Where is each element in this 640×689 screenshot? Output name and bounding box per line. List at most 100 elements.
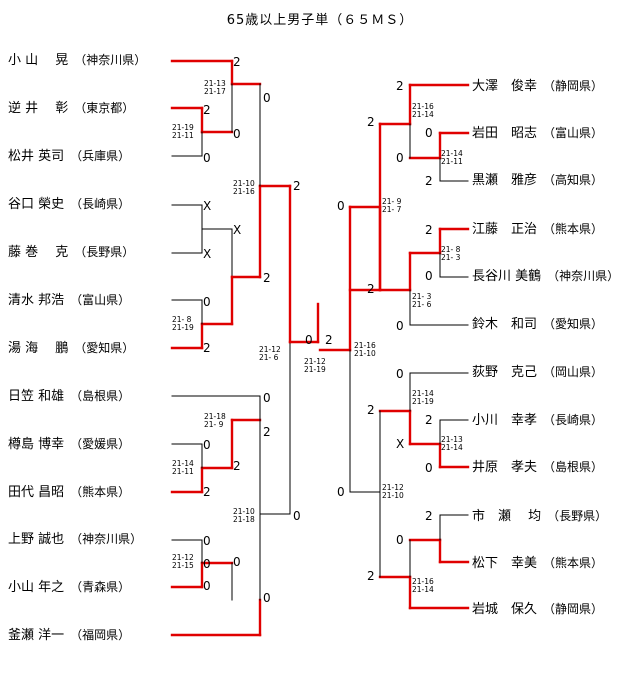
player-pref: （愛知県）	[543, 317, 604, 331]
score: 2	[425, 413, 433, 427]
game-score-line: 21- 6	[259, 353, 279, 362]
game-score-line: 21-14	[412, 389, 434, 398]
player-left-12: 小山 年之 （青森県）	[8, 579, 130, 596]
game-score-line: 21-12	[259, 345, 281, 354]
score: 0	[203, 295, 211, 309]
final-score-right: 2	[325, 333, 333, 347]
game-score-line: 21-16	[412, 577, 434, 586]
player-right-8: 小川 幸孝（長崎県）	[472, 412, 603, 429]
game-score-line: 21- 8	[172, 315, 192, 324]
game-score-line: 21-14	[441, 443, 463, 452]
player-left-11: 上野 誠也（神奈川県）	[8, 531, 142, 548]
score: X	[203, 199, 212, 213]
player-left-9: 樽島 博幸（愛媛県）	[8, 436, 130, 453]
player-name: 谷口 榮史	[8, 197, 65, 212]
player-name: 岩城 保久	[472, 602, 538, 617]
player-name: 江藤 正治	[472, 222, 538, 237]
player-pref: （福岡県）	[70, 628, 131, 642]
player-left-10: 田代 昌昭（熊本県）	[8, 484, 130, 501]
game-score-line: 21-12	[172, 553, 194, 562]
game-score-line: 21- 7	[382, 205, 402, 214]
player-name: 井原 孝夫	[472, 460, 538, 475]
player-pref: （神奈川県）	[547, 269, 620, 283]
player-left-3: 松井 英司（兵庫県）	[8, 148, 130, 165]
score: X	[396, 437, 405, 451]
player-right-12: 岩城 保久（静岡県）	[472, 601, 603, 618]
score: 0	[425, 269, 433, 283]
score: 0	[425, 461, 433, 475]
game-score-line: 21-19	[172, 323, 194, 332]
player-left-1: 小 山 晃（神奈川県）	[8, 52, 146, 69]
score: 2	[203, 103, 211, 117]
game-score-line: 21- 6	[412, 300, 432, 309]
game-score-line: 21-13	[441, 435, 463, 444]
game-score-line: 21-11	[172, 131, 194, 140]
player-pref: （愛知県）	[74, 341, 135, 355]
player-right-7: 荻野 克己（岡山県）	[472, 364, 603, 381]
game-score-line: 21-10	[382, 491, 404, 500]
score: 0	[203, 557, 211, 571]
game-score-line: 21-18	[204, 412, 226, 421]
player-pref: （高知県）	[543, 173, 604, 187]
game-score-line: 21-19	[412, 397, 434, 406]
player-pref: （長崎県）	[70, 197, 131, 211]
score: X	[233, 223, 242, 237]
player-pref: （青森県）	[70, 580, 131, 594]
player-pref: （島根県）	[70, 389, 131, 403]
score: 2	[203, 485, 211, 499]
player-pref: （富山県）	[70, 293, 131, 307]
player-name: 樽島 博幸	[8, 437, 65, 452]
player-pref: （静岡県）	[543, 79, 604, 93]
score: 0	[263, 91, 271, 105]
player-pref: （富山県）	[543, 126, 604, 140]
score: 2	[263, 271, 271, 285]
player-pref: （兵庫県）	[70, 149, 131, 163]
player-name: 小山 年之	[8, 580, 65, 595]
game-score-line: 21-12	[304, 357, 326, 366]
player-pref: （神奈川県）	[74, 53, 147, 67]
player-left-5: 藤 巻 克（長野県）	[8, 244, 134, 261]
score: 0	[396, 151, 404, 165]
game-score-line: 21-10	[354, 349, 376, 358]
game-score-line: 21-14	[412, 585, 434, 594]
score: 0	[203, 438, 211, 452]
game-score-line: 21-11	[441, 157, 463, 166]
player-name: 岩田 昭志	[472, 126, 538, 141]
player-left-4: 谷口 榮史 （長崎県）	[8, 196, 130, 213]
game-score-line: 21-16	[412, 102, 434, 111]
game-score-line: 21- 9	[204, 420, 224, 429]
score: 2	[293, 179, 301, 193]
score: 0	[396, 533, 404, 547]
score: X	[203, 247, 212, 261]
score: 2	[263, 425, 271, 439]
player-pref: （神奈川県）	[70, 532, 143, 546]
score: 2	[425, 174, 433, 188]
score: 2	[233, 459, 241, 473]
player-right-6: 鈴木 和司（愛知県）	[472, 316, 603, 333]
score: 0	[337, 485, 345, 499]
score: 0	[233, 127, 241, 141]
player-right-3: 黒瀬 雅彦（高知県）	[472, 172, 603, 189]
score: 2	[203, 341, 211, 355]
score: 0	[396, 367, 404, 381]
game-score-line: 21-16	[354, 341, 376, 350]
game-score-line: 21-17	[204, 87, 226, 96]
score: 2	[367, 403, 375, 417]
player-right-4: 江藤 正治（熊本県）	[472, 221, 603, 238]
player-right-2: 岩田 昭志 （富山県）	[472, 125, 603, 142]
player-name: 大澤 俊幸	[472, 79, 538, 94]
player-pref: （熊本県）	[70, 485, 131, 499]
